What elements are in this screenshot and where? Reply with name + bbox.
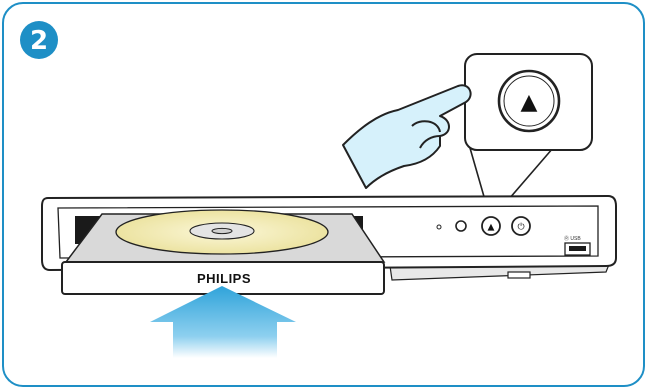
standby-led: [455, 220, 467, 232]
eject-icon: ▲: [521, 90, 538, 115]
disc-tray: [64, 209, 386, 263]
zoom-callout: ▲: [464, 53, 593, 151]
power-icon: ⏻: [517, 222, 524, 233]
step-number: 2: [30, 26, 48, 56]
usb-label: Ⓡ USB: [564, 235, 581, 242]
hand-pointer-icon: [342, 84, 472, 189]
push-arrow-icon: [150, 286, 296, 358]
eject-icon-small: ▲: [488, 223, 495, 233]
eject-button[interactable]: ▲: [481, 216, 501, 236]
brand-logo: PHILIPS: [197, 271, 251, 286]
ir-sensor: [436, 224, 442, 230]
front-controls: ▲ ⏻: [436, 216, 531, 236]
step-badge: 2: [20, 21, 58, 59]
usb-port-icon: Ⓡ USB: [564, 235, 591, 256]
power-button[interactable]: ⏻: [511, 216, 531, 236]
